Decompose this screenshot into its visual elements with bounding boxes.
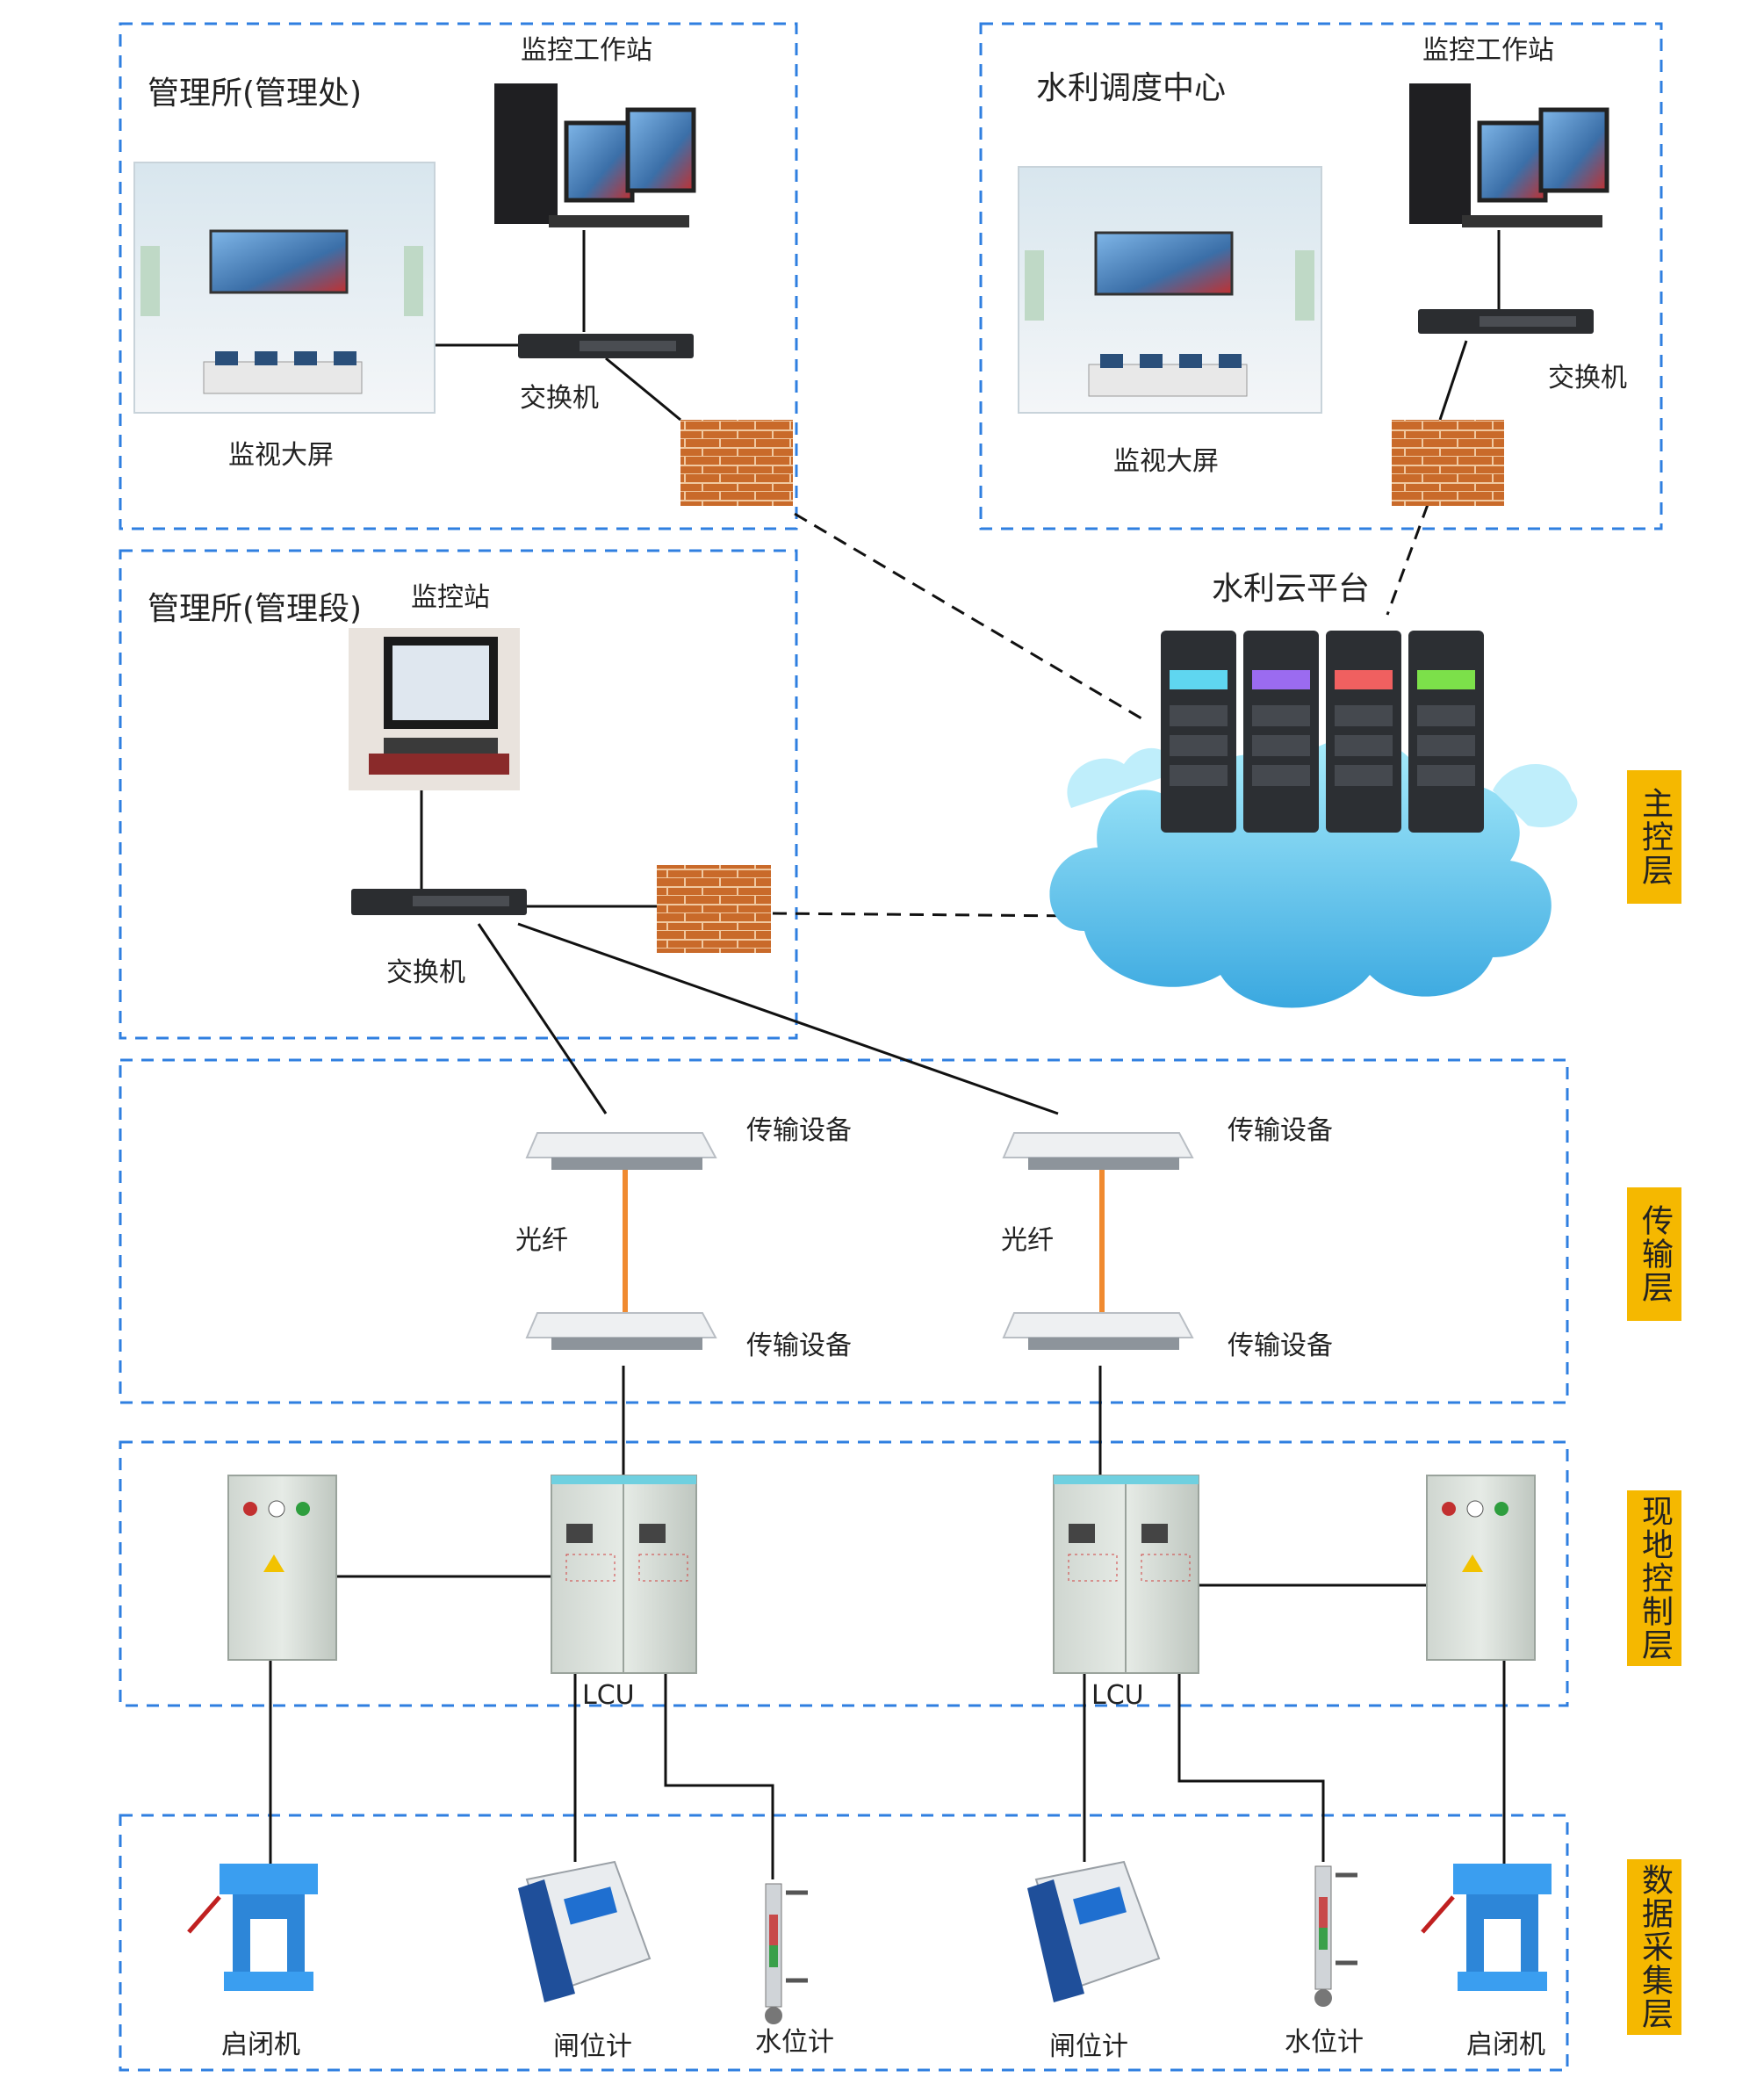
trans-device-left-top <box>525 1132 717 1170</box>
trans-device-left-bottom <box>525 1312 717 1350</box>
layer-tag-main-control: 主控层 <box>1627 770 1681 904</box>
section-firewall <box>657 865 771 953</box>
zone-mgmt-office <box>119 22 798 530</box>
link-lcu-level-left <box>664 1673 774 1879</box>
trans-devices <box>525 1132 1194 1350</box>
control-cabinet-right <box>1426 1475 1536 1661</box>
title-cloud-platform: 水利云平台 <box>1212 571 1370 607</box>
link-switch-trans-right <box>517 922 1059 1115</box>
trans-device-right-top <box>1002 1132 1194 1170</box>
lcu-cabinet-left <box>551 1475 697 1674</box>
label-hoist-right: 启闭机 <box>1466 2030 1545 2060</box>
cloud-link-office <box>794 512 1142 720</box>
dispatch-switch <box>1418 309 1594 334</box>
label-fiber-right: 光纤 <box>1001 1225 1054 1256</box>
title-mgmt-section: 管理所(管理段) <box>148 591 362 627</box>
label-trans-left-bottom: 传输设备 <box>746 1331 852 1361</box>
label-dispatch-screen: 监视大屏 <box>1113 446 1219 477</box>
section-monitor-station <box>349 628 520 790</box>
layer-tag-data-collection-text: 数据采集层 <box>1637 1864 1673 2030</box>
label-fiber-left: 光纤 <box>515 1225 568 1256</box>
office-switch <box>518 334 694 358</box>
lcu-cabinet-right <box>1053 1475 1199 1674</box>
label-section-station: 监控站 <box>411 582 490 613</box>
label-gate-meter-left: 闸位计 <box>553 2031 632 2062</box>
section-switch <box>351 889 527 915</box>
label-office-switch: 交换机 <box>520 383 599 414</box>
label-lcu-left: LCU <box>582 1680 635 1711</box>
dispatch-workstation <box>1409 83 1609 227</box>
label-trans-right-top: 传输设备 <box>1228 1115 1333 1146</box>
level-meter-left <box>765 1883 808 2024</box>
link-switch-trans-left <box>477 923 608 1114</box>
dispatch-video-room <box>1018 166 1322 414</box>
cloud-server-2 <box>1243 631 1319 833</box>
cloud-server-1 <box>1161 631 1236 833</box>
cloud-server-3 <box>1326 631 1401 833</box>
cloud-link-section <box>772 912 1081 918</box>
link-switch-firewall-dispatch <box>1438 340 1468 421</box>
label-level-meter-left: 水位计 <box>755 2027 834 2058</box>
label-lcu-right: LCU <box>1091 1680 1144 1711</box>
hoist-left <box>187 1864 318 1991</box>
control-cabinet-left <box>227 1475 337 1661</box>
layer-tag-field-control-text: 现地控制层 <box>1637 1495 1673 1662</box>
layer-tag-transmission: 传输层 <box>1627 1187 1681 1321</box>
layer-tag-transmission-text: 传输层 <box>1637 1204 1673 1304</box>
fiber-links <box>623 1170 1105 1313</box>
zone-field-control <box>119 1440 1569 1707</box>
label-office-workstation: 监控工作站 <box>521 35 652 66</box>
level-meter-right <box>1314 1865 1357 2007</box>
links <box>269 230 1506 1879</box>
label-section-switch: 交换机 <box>386 957 465 988</box>
office-firewall <box>680 420 793 506</box>
cloud-server-4 <box>1408 631 1484 833</box>
layer-tag-field-control: 现地控制层 <box>1627 1490 1681 1666</box>
dispatch-firewall <box>1392 420 1504 506</box>
office-workstation <box>494 83 696 227</box>
layer-tag-data-collection: 数据采集层 <box>1627 1859 1681 2035</box>
trans-device-right-bottom <box>1002 1312 1194 1350</box>
office-video-room <box>133 162 436 414</box>
zone-mgmt-section <box>119 549 798 1040</box>
link-lcu-level-right <box>1177 1673 1325 1862</box>
label-gate-meter-right: 闸位计 <box>1049 2031 1128 2062</box>
zone-dispatch-center <box>979 22 1663 530</box>
title-dispatch-center: 水利调度中心 <box>1036 70 1226 106</box>
hoist-right <box>1421 1864 1552 1991</box>
cloud-servers <box>1161 631 1484 833</box>
link-switch-firewall-office <box>605 357 681 422</box>
title-mgmt-office: 管理所(管理处) <box>148 76 362 112</box>
layer-tag-main-control-text: 主控层 <box>1637 787 1673 887</box>
label-office-screen: 监视大屏 <box>228 440 334 471</box>
label-trans-left-top: 传输设备 <box>746 1115 852 1146</box>
gate-meter-right <box>1027 1860 1161 2002</box>
zone-transmission <box>119 1058 1569 1404</box>
labels: 管理所(管理处) 监控工作站 监视大屏 交换机 水利调度中心 监控工作站 监视大… <box>148 35 1627 2062</box>
zone-data-collection <box>119 1814 1569 2072</box>
label-trans-right-bottom: 传输设备 <box>1228 1331 1333 1361</box>
label-dispatch-switch: 交换机 <box>1548 363 1627 393</box>
label-dispatch-workstation: 监控工作站 <box>1422 35 1554 66</box>
label-hoist-left: 启闭机 <box>221 2030 300 2060</box>
zone-boxes <box>119 22 1663 2072</box>
gate-meter-left <box>518 1860 652 2002</box>
label-level-meter-right: 水位计 <box>1285 2027 1364 2058</box>
